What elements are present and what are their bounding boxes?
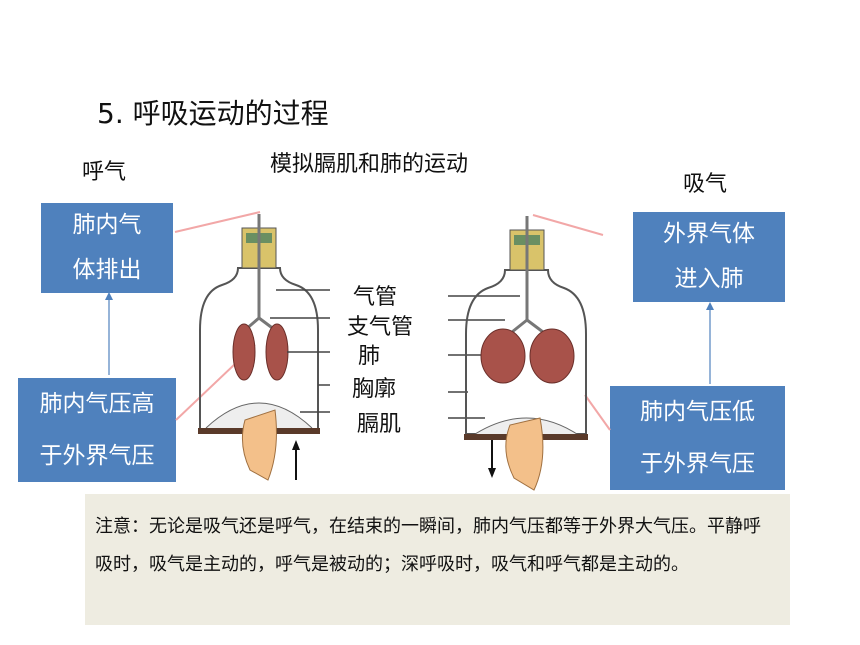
diagram-title: 模拟膈肌和肺的运动 [270,152,469,177]
part-label-thorax: 胸廓 [352,377,397,402]
lung-icon [232,323,256,381]
inhale-label: 吸气 [683,172,728,197]
inhale-arrowhead [706,302,714,310]
hand-icon [241,409,277,481]
inhale-result-line-2: 进入肺 [674,266,744,292]
inhale-cause-line-1: 肺内气压低 [640,399,755,425]
exhale-arrowhead [105,292,113,300]
lung-icon [265,323,289,381]
exhale-cause-line-2: 于外界气压 [39,443,155,469]
lung-icon [529,328,575,384]
inhale-result-line-1: 外界气体 [663,221,755,247]
inhale-cause-box: 肺内气压低 于外界气压 [610,386,785,490]
exhale-label: 呼气 [82,160,127,185]
part-label-lung: 肺 [358,344,381,369]
exhale-bell-jar [198,214,320,481]
exhale-cause-line-1: 肺内气压高 [39,391,155,417]
part-label-diaphragm: 膈肌 [357,412,402,437]
inhale-bell-jar [448,216,588,491]
exhale-result-line-2: 体排出 [72,257,142,283]
exhale-result-box: 肺内气 体排出 [41,203,173,293]
exhale-cause-box: 肺内气压高 于外界气压 [18,378,176,482]
pointer-line [174,211,261,233]
page-title: 5. 呼吸运动的过程 [97,97,329,130]
lung-icon [480,328,526,384]
exhale-result-line-1: 肺内气 [72,212,142,238]
inhale-cause-line-2: 于外界气压 [640,451,755,477]
part-label-bronchus: 支气管 [347,315,414,340]
hand-icon [505,417,544,491]
pointer-line [532,214,604,236]
part-label-trachea: 气管 [353,285,398,310]
pointer-line [584,394,611,431]
note-box: 注意：无论是吸气还是呼气，在结束的一瞬间，肺内气压都等于外界大气压。平静呼吸时，… [85,494,790,625]
inhale-result-box: 外界气体 进入肺 [633,212,785,302]
